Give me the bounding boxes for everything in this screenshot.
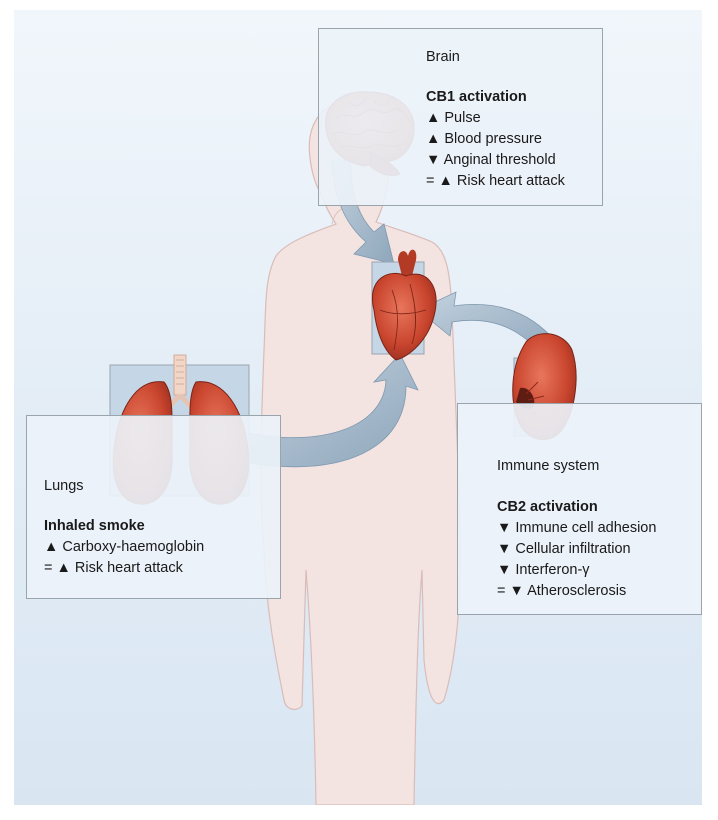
immune-label: Immune system	[497, 456, 599, 477]
lungs-effect: ▲ Carboxy-haemoglobin	[44, 537, 204, 558]
lungs-info-box: Lungs Inhaled smoke ▲ Carboxy-haemoglobi…	[26, 415, 281, 599]
brain-effect: ▲ Blood pressure	[426, 129, 565, 150]
immune-effects: CB2 activation ▼ Immune cell adhesion ▼ …	[497, 497, 656, 602]
immune-effect: = ▼ Atherosclerosis	[497, 581, 656, 602]
cb2-heading: CB2 activation	[497, 497, 656, 518]
cb1-heading: CB1 activation	[426, 87, 565, 108]
immune-effect: ▼ Immune cell adhesion	[497, 518, 656, 539]
lungs-label: Lungs	[44, 476, 84, 497]
figure-panel: Brain CB1 activation ▲ Pulse ▲ Blood pre…	[14, 10, 702, 805]
immune-effect: ▼ Interferon-γ	[497, 560, 656, 581]
immune-info-box: Immune system CB2 activation ▼ Immune ce…	[457, 403, 702, 615]
brain-label: Brain	[426, 47, 460, 68]
brain-effect: ▲ Pulse	[426, 108, 565, 129]
brain-info-box: Brain CB1 activation ▲ Pulse ▲ Blood pre…	[318, 28, 603, 206]
brain-effect: = ▲ Risk heart attack	[426, 171, 565, 192]
lungs-effects: Inhaled smoke ▲ Carboxy-haemoglobin = ▲ …	[44, 516, 204, 579]
brain-effect: ▼ Anginal threshold	[426, 150, 565, 171]
brain-effects: CB1 activation ▲ Pulse ▲ Blood pressure …	[426, 107, 565, 192]
inhaled-smoke-heading: Inhaled smoke	[44, 516, 204, 537]
lungs-effect: = ▲ Risk heart attack	[44, 558, 204, 579]
immune-effect: ▼ Cellular infiltration	[497, 539, 656, 560]
